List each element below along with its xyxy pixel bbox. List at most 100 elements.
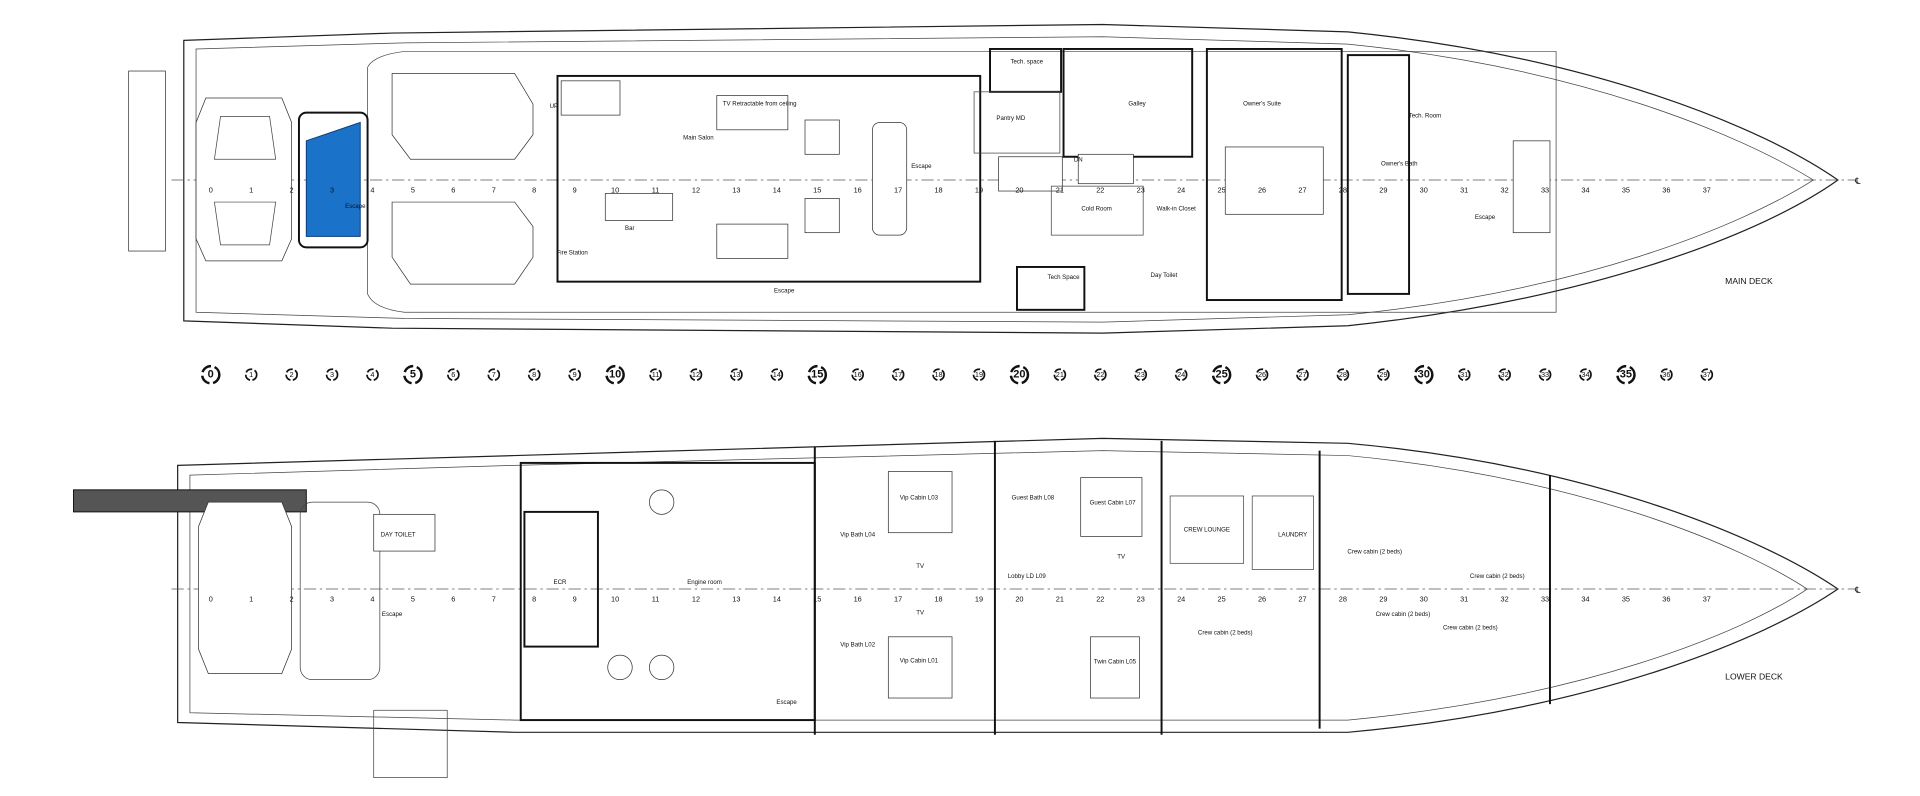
frame-marker-number: 32 xyxy=(1501,370,1509,379)
frame-marker-ring xyxy=(807,364,828,385)
room-label: Crew cabin (2 beds) xyxy=(1347,549,1402,556)
frame-number: 35 xyxy=(1622,594,1630,603)
frame-number: 5 xyxy=(411,185,415,194)
bar-counter xyxy=(604,193,674,221)
room-label: ECR xyxy=(553,579,566,586)
frame-number: 11 xyxy=(652,594,660,603)
frame-number: 37 xyxy=(1703,594,1711,603)
frame-marker: 30 xyxy=(1413,364,1434,385)
frame-marker: 1 xyxy=(244,368,258,382)
frame-number: 14 xyxy=(773,594,781,603)
room-label: CREW LOUNGE xyxy=(1184,526,1230,533)
frame-number: 27 xyxy=(1298,594,1306,603)
frame-number: 6 xyxy=(451,185,455,194)
frame-number: 25 xyxy=(1218,185,1226,194)
room-label: TV xyxy=(916,563,925,570)
frame-marker-ring xyxy=(932,368,945,382)
frame-number: 34 xyxy=(1581,185,1589,194)
engine-fan xyxy=(607,654,633,681)
main-deck-deckhouse xyxy=(367,51,1557,313)
centerline-symbol: ℄ xyxy=(1854,176,1861,186)
room-label: Escape xyxy=(774,288,795,295)
lower-deck-labels: Engine room ECR DAY TOILET Vip Cabin L03… xyxy=(209,495,1861,707)
frame-marker-ring xyxy=(730,368,743,382)
room-label: Owner's Suite xyxy=(1243,100,1281,107)
tender-garage xyxy=(299,501,381,681)
frame-number: 13 xyxy=(732,594,740,603)
frame-number: 17 xyxy=(894,594,902,603)
frame-number: 13 xyxy=(732,185,740,194)
room-label: UP xyxy=(550,103,559,110)
frame-number: 1 xyxy=(249,185,253,194)
frame-marker-ring xyxy=(1134,368,1148,382)
frame-marker-ring xyxy=(527,368,541,382)
frame-marker-ring xyxy=(200,364,221,385)
frame-marker-ring xyxy=(851,368,865,382)
frame-number: 12 xyxy=(692,185,700,194)
frame-marker-ring xyxy=(487,368,501,382)
aft-sunpad xyxy=(195,97,292,262)
room-label: Vip Bath L02 xyxy=(840,642,875,649)
frame-marker: 15 xyxy=(807,364,828,385)
sofa-upper xyxy=(716,95,789,131)
frame-number: 19 xyxy=(975,185,983,194)
pantry xyxy=(973,91,1061,154)
tech-space-bottom xyxy=(1015,265,1086,311)
frame-number: 3 xyxy=(330,594,334,603)
frame-marker-number: 4 xyxy=(370,370,374,379)
room-label: Lobby LD L09 xyxy=(1008,573,1047,580)
frame-marker-ring xyxy=(568,368,582,382)
swim-platform xyxy=(128,70,166,252)
frame-number: 4 xyxy=(370,594,374,603)
frame-marker: 5 xyxy=(403,364,423,385)
deck-title: MAIN DECK xyxy=(1725,276,1773,286)
frame-marker-number: 5 xyxy=(410,369,416,381)
frame-marker: 3 xyxy=(325,368,339,382)
room-label: Crew cabin (2 beds) xyxy=(1376,611,1431,618)
frame-number: 4 xyxy=(370,185,374,194)
room-label: Engine room xyxy=(687,579,722,586)
frame-marker-number: 14 xyxy=(773,370,781,379)
frame-number: 2 xyxy=(290,594,294,603)
frame-marker: 10 xyxy=(605,364,625,385)
frame-marker: 13 xyxy=(730,368,743,382)
lower-deck-hull-outline xyxy=(177,437,1839,733)
frame-marker: 25 xyxy=(1211,364,1232,385)
sun-lounge-lower xyxy=(391,201,534,285)
guest-bed-l07 xyxy=(1080,477,1143,537)
frame-marker-number: 10 xyxy=(609,369,621,381)
frame-marker-number: 13 xyxy=(732,370,740,379)
frame-marker-ring xyxy=(366,368,379,382)
frame-number: 21 xyxy=(1056,185,1064,194)
sun-lounge-upper xyxy=(391,73,534,160)
forward-sofa xyxy=(1512,140,1551,234)
frame-number: 22 xyxy=(1096,185,1104,194)
pool-frame xyxy=(297,111,369,249)
frame-marker: 34 xyxy=(1579,368,1592,382)
frame-marker-ring xyxy=(1538,368,1552,382)
frame-marker: 11 xyxy=(649,368,662,382)
frame-number: 31 xyxy=(1460,185,1468,194)
sofa-lower xyxy=(716,223,789,259)
frame-number: 3 xyxy=(330,185,334,194)
frame-marker: 2 xyxy=(285,368,298,382)
centerline-symbol: ℄ xyxy=(1854,585,1861,595)
frame-marker-ring xyxy=(1498,368,1512,382)
frame-marker: 37 xyxy=(1700,368,1714,382)
frame-number: 32 xyxy=(1501,185,1509,194)
frame-number: 19 xyxy=(975,594,983,603)
frame-number: 0 xyxy=(209,594,213,603)
frame-number: 23 xyxy=(1137,185,1145,194)
frame-marker: 21 xyxy=(1053,368,1067,382)
frame-marker: 9 xyxy=(568,368,582,382)
frame-number: 7 xyxy=(492,185,496,194)
frame-number: 16 xyxy=(854,594,862,603)
frame-marker-ring xyxy=(325,368,339,382)
frame-marker-number: 3 xyxy=(330,370,334,379)
frame-number: 15 xyxy=(813,594,821,603)
main-deck xyxy=(128,23,1857,334)
frame-marker: 23 xyxy=(1134,368,1148,382)
frame-number: 9 xyxy=(573,594,577,603)
frame-marker-ring xyxy=(689,368,703,382)
day-toilet-box xyxy=(373,513,436,552)
